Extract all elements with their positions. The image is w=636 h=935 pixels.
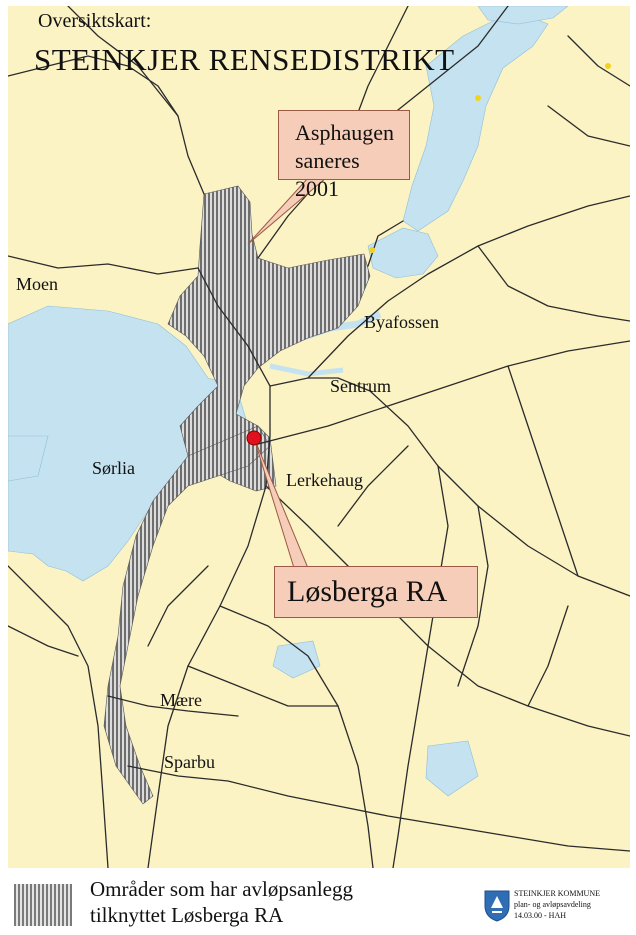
road bbox=[8, 625, 79, 657]
road bbox=[567, 35, 630, 87]
callout-asphaugen-line1: Asphaugen bbox=[295, 120, 394, 145]
place-label-moen: Moen bbox=[16, 274, 58, 294]
bay-west bbox=[8, 435, 49, 482]
road bbox=[127, 765, 630, 852]
lake-south-1 bbox=[272, 640, 321, 679]
lake-south-2 bbox=[425, 740, 479, 797]
road bbox=[107, 695, 239, 717]
road bbox=[67, 6, 179, 117]
org-line1: STEINKJER KOMMUNE bbox=[514, 889, 600, 898]
map-title: STEINKJER RENSEDISTRIKT bbox=[34, 42, 455, 77]
marker bbox=[369, 247, 375, 253]
map-canvas bbox=[8, 6, 630, 868]
marker bbox=[605, 63, 611, 69]
road bbox=[392, 465, 449, 868]
organization-credit: STEINKJER KOMMUNE plan- og avløpsavdelin… bbox=[514, 888, 634, 921]
road bbox=[265, 485, 630, 737]
shield-logo-icon bbox=[484, 890, 510, 922]
road bbox=[8, 255, 199, 275]
catchment-area bbox=[103, 185, 371, 805]
road bbox=[187, 665, 339, 707]
road bbox=[547, 105, 630, 147]
callout-losberga: Løsberga RA bbox=[274, 566, 478, 618]
place-label-sentrum: Sentrum bbox=[330, 376, 391, 396]
org-line2: plan- og avløpsavdeling bbox=[514, 900, 591, 909]
leader-losberga bbox=[253, 437, 309, 569]
place-label-sorlia: Sørlia bbox=[92, 458, 135, 478]
road bbox=[527, 605, 569, 707]
road bbox=[197, 267, 271, 487]
lake-top bbox=[477, 6, 569, 25]
lake-northeast bbox=[367, 227, 439, 279]
road bbox=[507, 365, 579, 577]
road bbox=[147, 565, 209, 647]
road bbox=[269, 377, 630, 597]
org-line3: 14.03.00 - HAH bbox=[514, 911, 566, 920]
water-bodies bbox=[8, 6, 569, 797]
place-label-sparbu: Sparbu bbox=[164, 752, 215, 772]
road bbox=[337, 445, 409, 527]
road bbox=[147, 485, 267, 868]
legend-line1: Områder som har avløpsanlegg bbox=[90, 877, 354, 901]
marker bbox=[475, 95, 481, 101]
legend-text: Områder som har avløpsanlegg tilknyttet … bbox=[90, 876, 420, 928]
road bbox=[477, 245, 630, 322]
overview-map: Oversiktskart: STEINKJER RENSEDISTRIKT M… bbox=[8, 6, 630, 868]
road bbox=[367, 220, 404, 267]
road bbox=[307, 195, 630, 379]
road bbox=[8, 565, 109, 868]
callout-asphaugen: Asphaugen saneres 2001 bbox=[278, 110, 410, 201]
place-label-maere: Mære bbox=[160, 690, 202, 710]
treatment-plant-marker bbox=[246, 430, 262, 446]
road bbox=[257, 340, 630, 445]
river-branch bbox=[269, 363, 344, 377]
road bbox=[8, 55, 205, 195]
callout-asphaugen-line2: saneres 2001 bbox=[295, 148, 360, 201]
legend-line2: tilknyttet Løsberga RA bbox=[90, 903, 284, 927]
place-label-byafossen: Byafossen bbox=[364, 312, 439, 332]
road-markers bbox=[369, 63, 611, 253]
place-label-lerkehaug: Lerkehaug bbox=[286, 470, 363, 490]
road bbox=[457, 505, 489, 687]
catchment-south bbox=[103, 425, 271, 805]
map-legend: Områder som har avløpsanlegg tilknyttet … bbox=[0, 870, 636, 935]
legend-hatch-swatch bbox=[14, 884, 72, 926]
map-subtitle: Oversiktskart: bbox=[38, 10, 152, 32]
